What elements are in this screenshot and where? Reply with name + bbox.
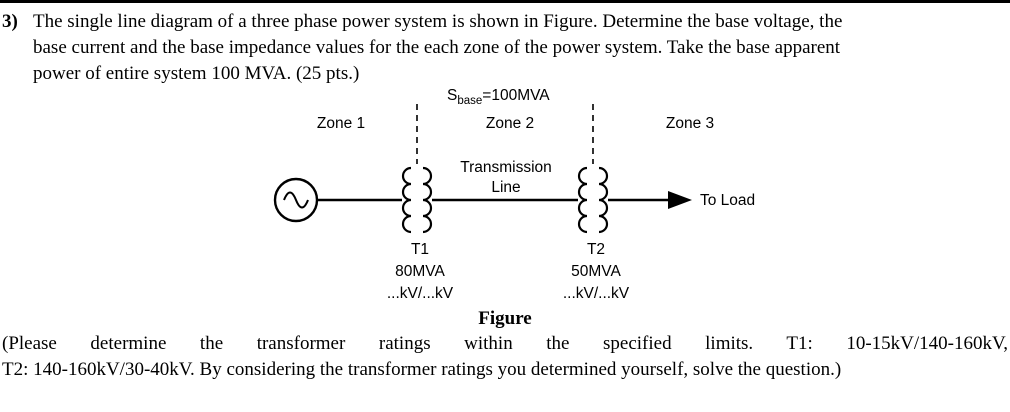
transmission-line-label-1: Transmission <box>460 159 552 176</box>
load-arrow-icon <box>668 191 692 209</box>
t1-name-label: T1 <box>411 241 429 258</box>
note-line-2: T2: 140-160kV/30-40kV. By considering th… <box>2 359 842 380</box>
question-number: 3) <box>2 11 18 32</box>
t2-voltage-label: ...kV/...kV <box>563 285 630 302</box>
transformer-t1-icon <box>401 166 433 234</box>
top-border-rule <box>0 0 1010 3</box>
question-line-3: power of entire system 100 MVA. (25 pts.… <box>33 63 360 84</box>
figure-caption: Figure <box>478 308 532 329</box>
transformer-t2-icon <box>577 166 609 234</box>
zone-3-label: Zone 3 <box>666 115 714 132</box>
generator-icon <box>273 177 319 223</box>
question-paragraph: 3) The single line diagram of a three pha… <box>2 9 1006 87</box>
t2-name-label: T2 <box>587 241 605 258</box>
note-line-1: (Please determine the transformer rating… <box>2 333 1008 354</box>
to-load-label: To Load <box>700 192 755 209</box>
question-line-2: base current and the base impedance valu… <box>33 37 841 58</box>
zone-2-label: Zone 2 <box>486 115 534 132</box>
transmission-line-label-2: Line <box>491 179 520 196</box>
t2-rating-label: 50MVA <box>571 263 621 280</box>
single-line-diagram: Sbase=100MVA Zone 1 Zone 2 Zone 3 Transm… <box>273 87 755 302</box>
question-line-1: 3) The single line diagram of a three pha… <box>2 9 1006 35</box>
t1-rating-label: 80MVA <box>395 263 445 280</box>
t1-voltage-label: ...kV/...kV <box>387 285 454 302</box>
question-line-1-text: The single line diagram of a three phase… <box>33 11 843 32</box>
sbase-label: Sbase=100MVA <box>447 87 550 107</box>
note-paragraph: (Please determine the transformer rating… <box>2 331 1008 383</box>
zone-1-label: Zone 1 <box>317 115 365 132</box>
